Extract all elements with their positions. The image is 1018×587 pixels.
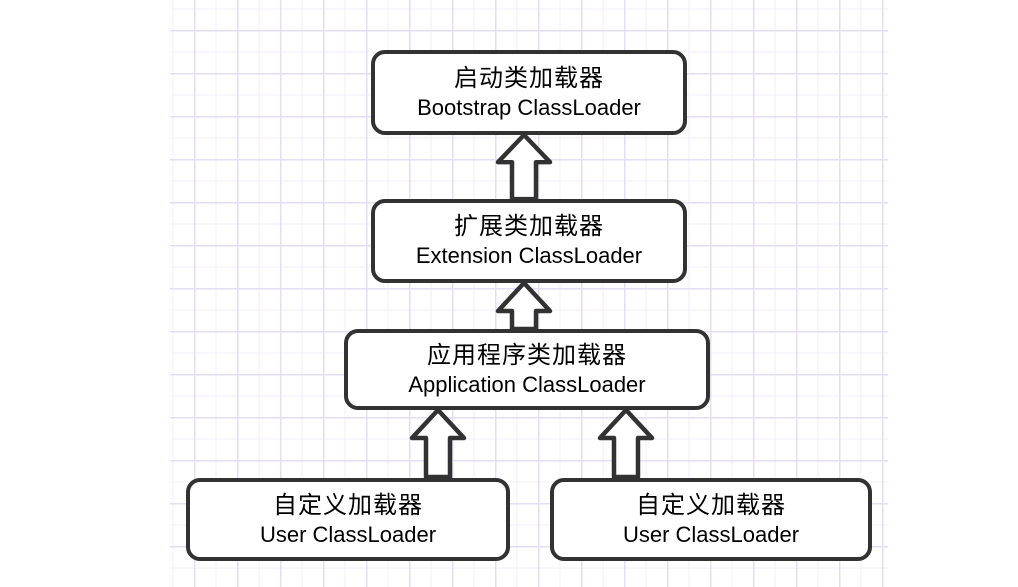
up-arrow-icon-userleft-to-application <box>409 408 467 479</box>
node-label-en: Extension ClassLoader <box>415 243 643 268</box>
node-label-zh: 应用程序类加载器 <box>427 341 627 369</box>
node-label-zh: 自定义加载器 <box>273 491 423 519</box>
up-arrow-icon-application-to-extension <box>495 281 553 331</box>
up-arrow-icon-extension-to-bootstrap <box>495 133 553 201</box>
node-label-en: Bootstrap ClassLoader <box>417 94 641 120</box>
node-label-en: User ClassLoader <box>259 521 437 547</box>
node-user-classloader-left: 自定义加载器 User ClassLoader <box>186 478 510 561</box>
node-label-zh: 扩展类加载器 <box>454 213 604 240</box>
node-label-en: User ClassLoader <box>622 521 800 547</box>
node-application-classloader: 应用程序类加载器 Application ClassLoader <box>344 329 710 410</box>
node-bootstrap-classloader: 启动类加载器 Bootstrap ClassLoader <box>371 50 687 135</box>
node-label-zh: 启动类加载器 <box>454 64 604 92</box>
node-label-en: Application ClassLoader <box>408 371 646 397</box>
node-label-zh: 自定义加载器 <box>636 491 786 519</box>
node-user-classloader-right: 自定义加载器 User ClassLoader <box>550 478 872 561</box>
up-arrow-icon-userright-to-application <box>597 408 655 479</box>
node-extension-classloader: 扩展类加载器 Extension ClassLoader <box>371 199 687 283</box>
